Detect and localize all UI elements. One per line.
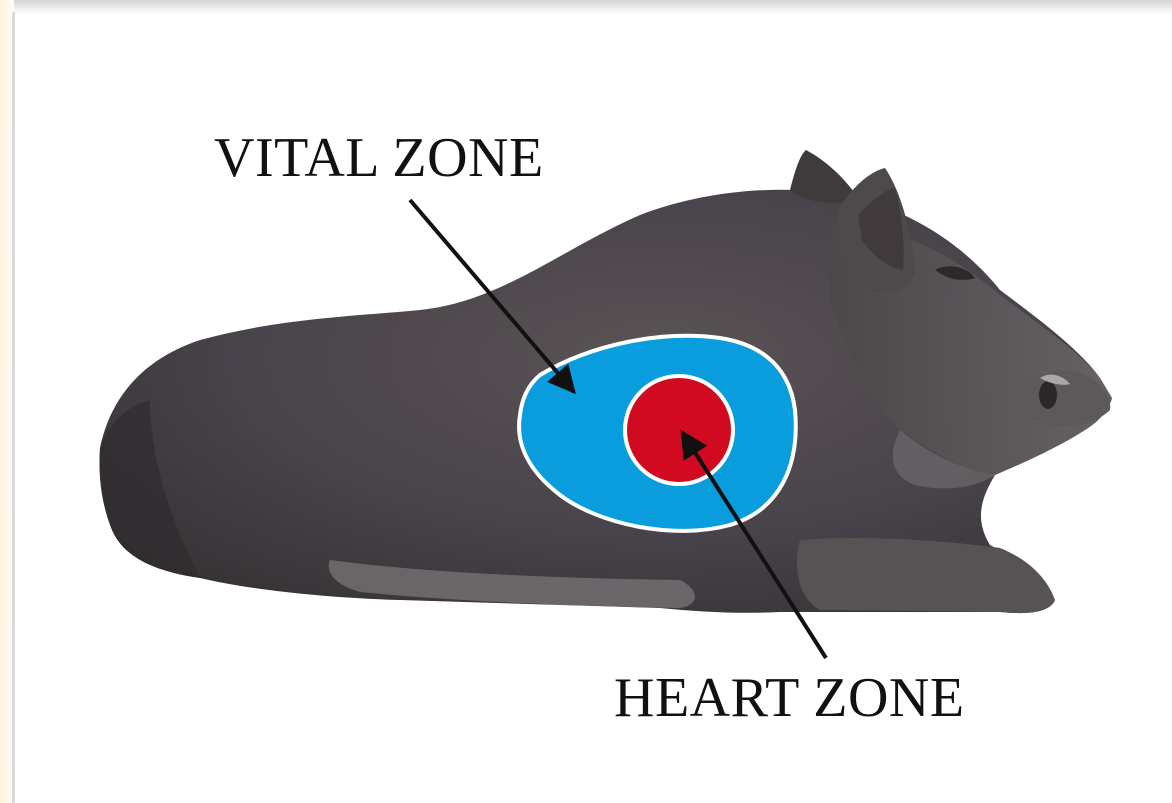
boar-ear-back [790, 150, 858, 203]
boar-front-leg [797, 538, 1055, 613]
boar-nostril [1039, 381, 1057, 409]
vital-zone-label: VITAL ZONE [214, 128, 544, 188]
heart-zone-label: HEART ZONE [614, 668, 965, 728]
heart-zone-area [625, 376, 733, 484]
